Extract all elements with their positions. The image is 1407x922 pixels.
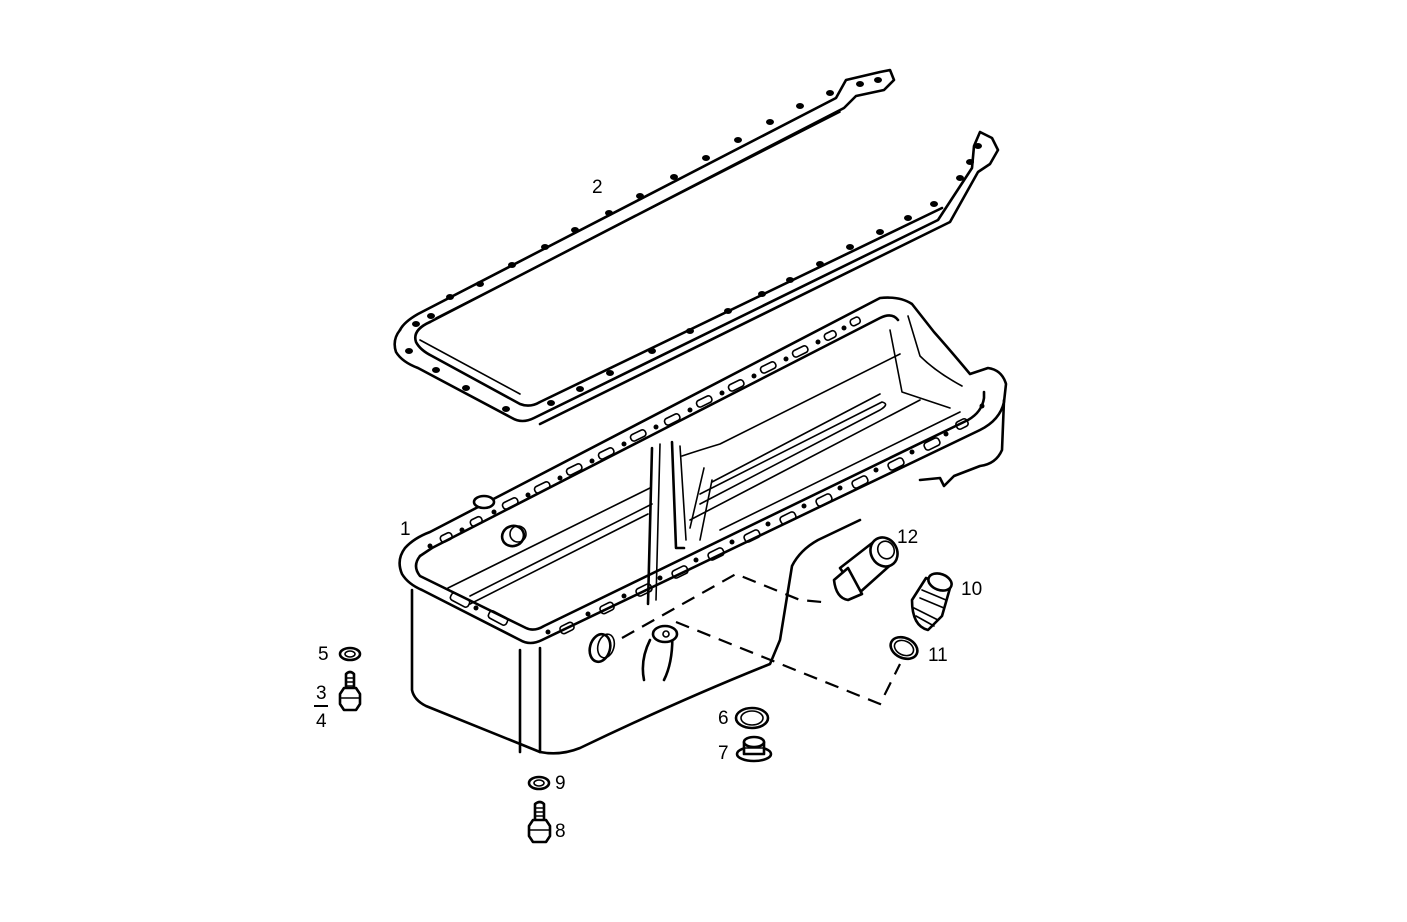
callout-8: 8 <box>555 821 566 842</box>
screw-3-4[interactable] <box>338 670 362 712</box>
callout-7: 7 <box>718 743 729 764</box>
callout-9: 9 <box>555 773 566 794</box>
adapter-fitting[interactable] <box>832 533 903 602</box>
callout-2: 2 <box>592 177 603 198</box>
assembly-lines <box>621 572 901 706</box>
sealing-ring-11[interactable] <box>887 633 921 663</box>
callout-1: 1 <box>400 519 411 540</box>
oil-sump[interactable] <box>398 296 1008 755</box>
washer-5[interactable] <box>338 646 362 662</box>
callout-6: 6 <box>718 708 729 729</box>
sealing-ring-6[interactable] <box>734 706 770 730</box>
sump-gasket[interactable] <box>393 68 1000 426</box>
callout-11: 11 <box>928 645 948 666</box>
callout-10: 10 <box>961 579 983 600</box>
callout-5: 5 <box>318 644 329 665</box>
drain-plug[interactable] <box>735 735 773 763</box>
callout-fraction-divider <box>314 705 328 707</box>
callout-4: 4 <box>316 711 327 732</box>
callout-12: 12 <box>897 527 919 548</box>
screw-8[interactable] <box>527 800 552 844</box>
plug-fitting[interactable] <box>910 570 954 632</box>
washer-9[interactable] <box>527 775 551 791</box>
callout-3: 3 <box>316 683 327 704</box>
